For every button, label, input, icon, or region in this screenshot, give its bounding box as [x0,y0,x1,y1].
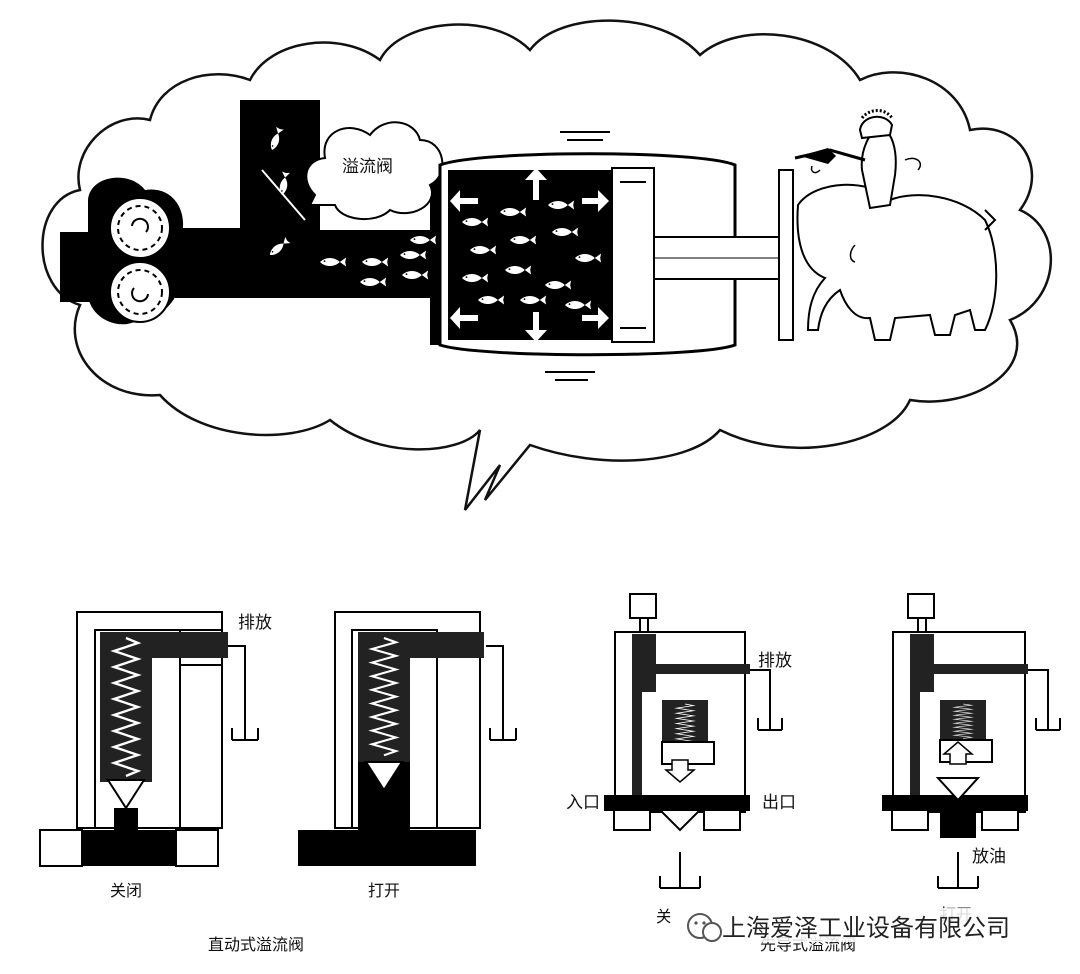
watermark-text: 上海爱泽工业设备有限公司 [722,914,1010,942]
gear-lower-icon [109,261,171,323]
hydraulic-cylinder [320,131,794,381]
direct-valve-closed: 排放 关闭 [39,611,272,900]
gear-upper-icon [109,197,171,259]
down-arrow-icon [663,759,697,783]
left-arrow-icon [450,307,478,329]
pilot-valve-closed: 排放 入口 出口 关 [566,593,796,926]
wechat-icon [687,913,722,942]
drain-label: 排放 [238,613,272,633]
right-arrow-icon [582,307,609,329]
watermark: 上海爱泽工业设备有限公司 [670,908,1050,942]
pilot-valve-open: 放油 打开 [882,593,1061,924]
state-closed-label: 关闭 [110,881,142,900]
right-arrow-icon [582,190,609,212]
pilot-drain-label: 排放 [758,651,792,671]
inlet-label: 入口 [566,793,600,813]
gear-pump [60,177,184,325]
up-arrow-icon [941,741,975,765]
state-open-label: 打开 [368,881,400,900]
pilot-state-closed-label: 关 [656,907,672,926]
release-label: 放油 [972,847,1006,867]
up-arrow-icon [525,168,547,200]
direct-caption: 直动式溢流阀 [208,935,304,954]
direct-valve-open: 打开 [298,611,517,900]
relief-valve-label: 溢流阀 [342,157,393,177]
down-arrow-icon [525,312,547,342]
elephant-warrior [794,109,998,341]
left-arrow-icon [450,190,478,212]
outlet-label: 出口 [762,793,796,813]
relief-valve-bubble: 溢流阀 [305,121,444,221]
